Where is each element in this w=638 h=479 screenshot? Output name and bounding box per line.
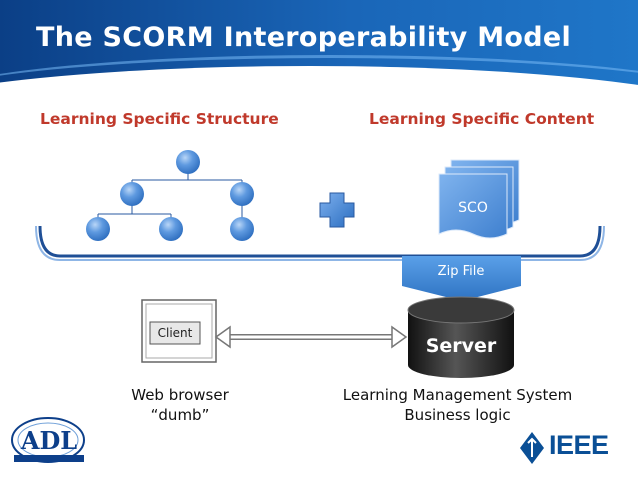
client-caption-line2: “dumb”	[150, 406, 210, 424]
client-server-arrow	[214, 325, 408, 349]
tree-node-leaf-1	[86, 217, 110, 241]
structure-heading: Learning Specific Structure	[40, 110, 279, 128]
client-box: Client	[141, 299, 217, 363]
client-caption: Web browser “dumb”	[105, 385, 255, 425]
tree-node-leaf-2	[159, 217, 183, 241]
adl-logo: ADL	[11, 417, 85, 463]
content-heading: Learning Specific Content	[369, 110, 595, 128]
header-wave	[0, 55, 638, 92]
server-caption-line2: Business logic	[404, 406, 511, 424]
ieee-wordmark: IEEE	[549, 430, 609, 460]
tree-node-root	[176, 150, 200, 174]
server-caption: Learning Management System Business logi…	[325, 385, 590, 425]
title-bar: The SCORM Interoperability Model	[0, 0, 638, 92]
tree-nodes	[86, 150, 254, 241]
svg-text:ADL: ADL	[20, 426, 77, 455]
client-label: Client	[158, 326, 193, 340]
tree-node-right	[230, 182, 254, 206]
tree-node-leaf-3	[230, 217, 254, 241]
client-caption-line1: Web browser	[131, 386, 229, 404]
sco-document-stack: SCO	[438, 159, 520, 239]
zip-file-label: Zip File	[438, 264, 485, 279]
package-bracket	[35, 225, 605, 261]
server-cylinder: Server	[407, 296, 515, 378]
ieee-logo	[520, 432, 544, 464]
tree-node-left	[120, 182, 144, 206]
server-label: Server	[426, 335, 497, 357]
server-caption-line1: Learning Management System	[342, 386, 573, 404]
zip-file-arrow: Zip File	[402, 256, 521, 301]
plus-icon	[319, 192, 355, 228]
slide-title: The SCORM Interoperability Model	[36, 22, 572, 53]
sco-label: SCO	[458, 200, 488, 216]
